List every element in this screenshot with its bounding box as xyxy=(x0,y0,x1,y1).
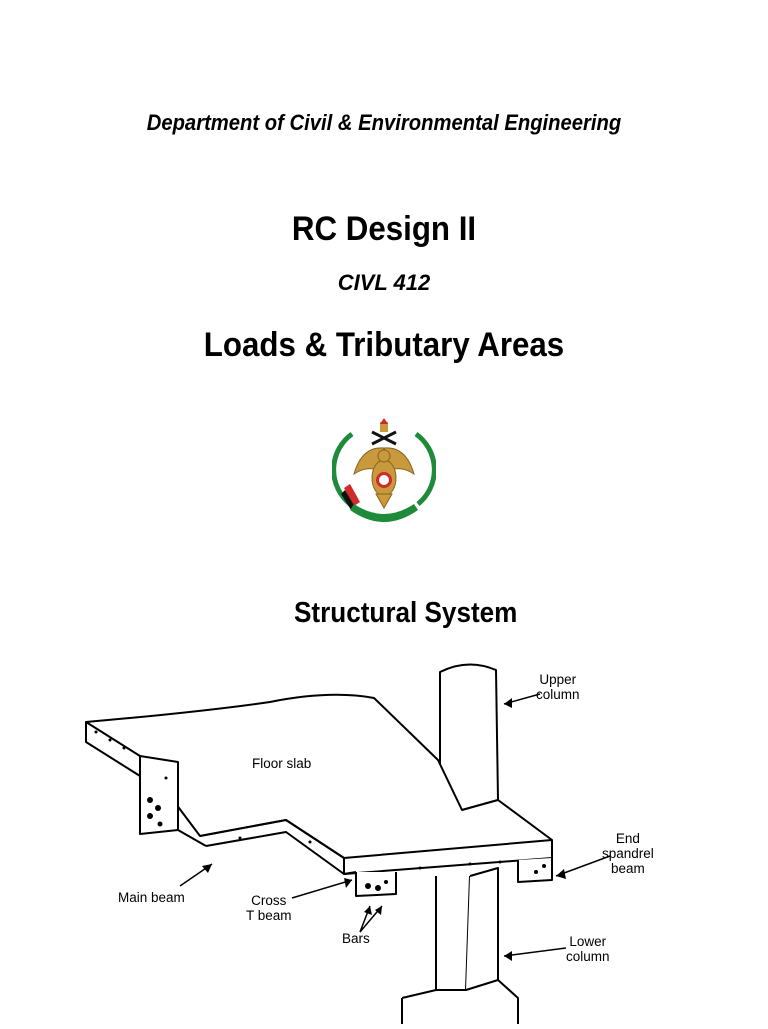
course-code: CIVL 412 xyxy=(337,270,431,295)
floor-slab-label: Floor slab xyxy=(252,756,312,771)
structural-system-drawing xyxy=(85,663,611,1024)
course-title: RC Design II xyxy=(291,210,477,248)
end-spandrel-beam xyxy=(517,858,553,883)
university-falcon-emblem-icon xyxy=(332,418,436,522)
lecture-topic: Loads & Tributary Areas xyxy=(203,326,565,364)
floor-slab xyxy=(85,693,553,859)
main-beam-label: Main beam xyxy=(118,890,185,905)
department-name: Department of Civil & Environmental Engi… xyxy=(146,110,622,135)
lower-column xyxy=(435,875,471,991)
section-title: Structural System xyxy=(294,597,518,629)
cross-t-beam xyxy=(355,872,397,897)
bars-label: Bars xyxy=(342,931,370,946)
